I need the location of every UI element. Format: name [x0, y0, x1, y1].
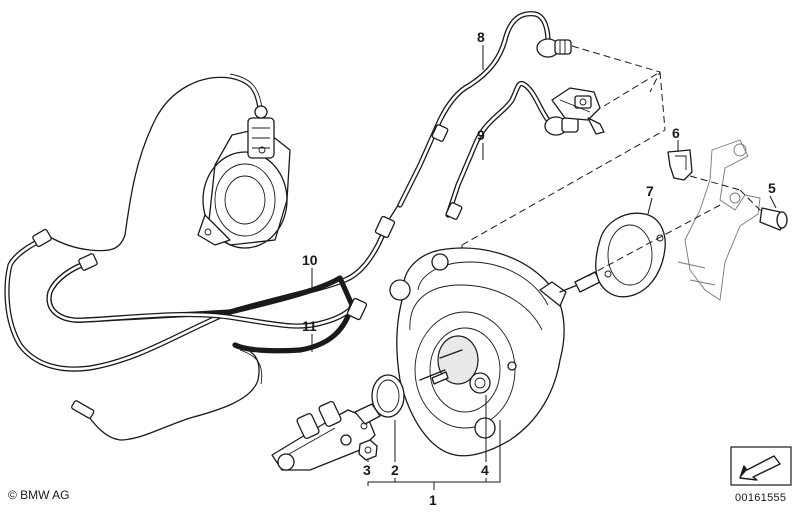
- vacuum-pump: [197, 105, 291, 249]
- callout-4: 4: [481, 462, 489, 478]
- o-ring-2: [371, 374, 405, 418]
- pressure-switch: [551, 87, 605, 135]
- arrow-frame-icon[interactable]: [730, 446, 792, 486]
- gasket-7: [595, 212, 666, 298]
- brake-line-11: [46, 253, 368, 354]
- callout-3: 3: [363, 462, 371, 478]
- pedal-bracket: [677, 139, 761, 301]
- brake-booster: [389, 247, 601, 457]
- master-cylinder: [271, 400, 381, 471]
- copyright-text: © BMW AG: [8, 488, 70, 502]
- grommet-4: [469, 372, 491, 394]
- brake-line-8: [397, 11, 572, 208]
- callout-1: 1: [429, 492, 437, 508]
- callout-11: 11: [302, 318, 317, 334]
- clip-6: [667, 149, 693, 181]
- callout-7: 7: [646, 183, 654, 199]
- brake-line-tail: [84, 344, 260, 441]
- callout-2: 2: [391, 462, 399, 478]
- callout-5: 5: [768, 180, 776, 196]
- diagram-number: 00161555: [735, 492, 787, 504]
- vacuum-hose-loop: [47, 76, 259, 252]
- callout-8: 8: [477, 29, 485, 45]
- nut-3: [358, 439, 378, 461]
- pin-5: [759, 207, 788, 231]
- callout-9: 9: [477, 127, 485, 143]
- callout-10: 10: [302, 252, 318, 268]
- brake-line-9: [445, 80, 579, 220]
- callout-6: 6: [672, 125, 680, 141]
